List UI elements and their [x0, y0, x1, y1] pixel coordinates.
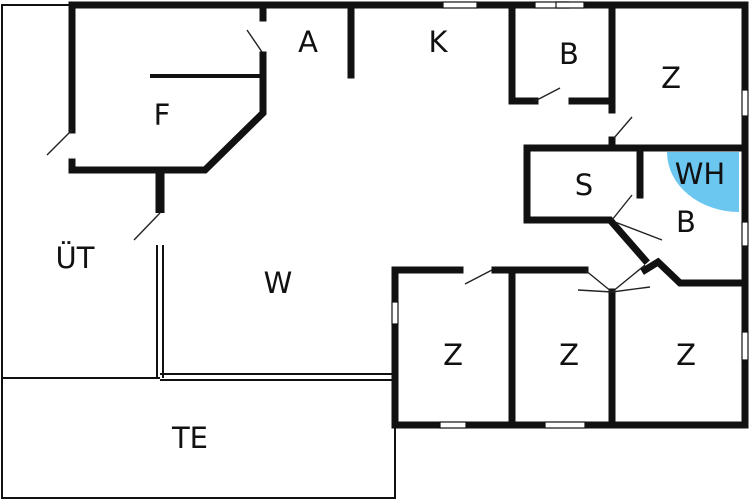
whirlpool-shape [667, 152, 739, 212]
room-label-b-right: B [676, 205, 696, 239]
doors [46, 29, 663, 293]
room-label-f: F [154, 98, 171, 132]
room-label-ut: ÜT [56, 241, 95, 275]
room-label-b-top: B [559, 37, 579, 71]
room-label-wh: WH [675, 157, 725, 191]
room-label-z-bottom-2: Z [559, 338, 579, 372]
room-label-k: K [428, 25, 448, 59]
room-label-te: TE [171, 421, 208, 455]
room-label-a: A [298, 25, 318, 59]
room-label-z-bottom-3: Z [676, 338, 696, 372]
room-label-z-bottom-1: Z [443, 338, 463, 372]
glass-wall [156, 245, 395, 381]
windows [391, 1, 749, 429]
room-label-s: S [575, 168, 593, 202]
exterior-walls [68, 1, 749, 429]
room-label-w: W [264, 266, 293, 300]
interior-walls [68, 4, 749, 429]
room-label-z-top-right: Z [661, 61, 681, 95]
terrace-outline [1, 4, 396, 499]
